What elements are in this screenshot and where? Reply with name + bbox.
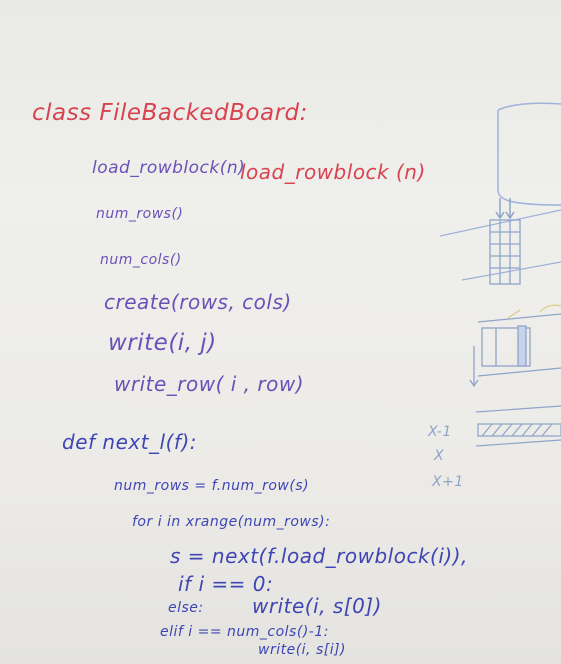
num-rows-assign: num_rows = f.num_row(s) <box>114 478 310 494</box>
for-line: for i in xrange(num_rows): <box>132 514 331 530</box>
method-create: create(rows, cols) <box>104 290 292 314</box>
method-num-rows: num_rows() <box>96 206 184 222</box>
elif-line: elif i == num_cols()-1: <box>160 624 329 640</box>
class-header: class FileBackedBoard: <box>32 100 308 126</box>
if-line: if i == 0: <box>178 572 274 596</box>
s-assign: s = next(f.load_rowblock(i)), <box>170 544 468 568</box>
method-write-row: write_row( i , row) <box>114 372 305 396</box>
label-x: X <box>434 448 445 464</box>
write-si: write(i, s[i]) <box>258 642 347 658</box>
method-load-rowblock-red: load_rowblock (n) <box>240 160 426 184</box>
def-line: def next_l(f): <box>62 430 197 454</box>
grid-icon <box>489 219 521 285</box>
method-num-cols: num_cols() <box>100 252 182 268</box>
method-write: write(i, j) <box>108 330 217 356</box>
label-x-minus-1: X-1 <box>428 424 452 440</box>
label-x-plus-1: X+1 <box>432 474 464 490</box>
method-load-rowblock: load_rowblock(n) <box>92 158 246 178</box>
else-line: else: <box>168 600 204 616</box>
write-s0: write(i, s[0]) <box>252 594 382 618</box>
